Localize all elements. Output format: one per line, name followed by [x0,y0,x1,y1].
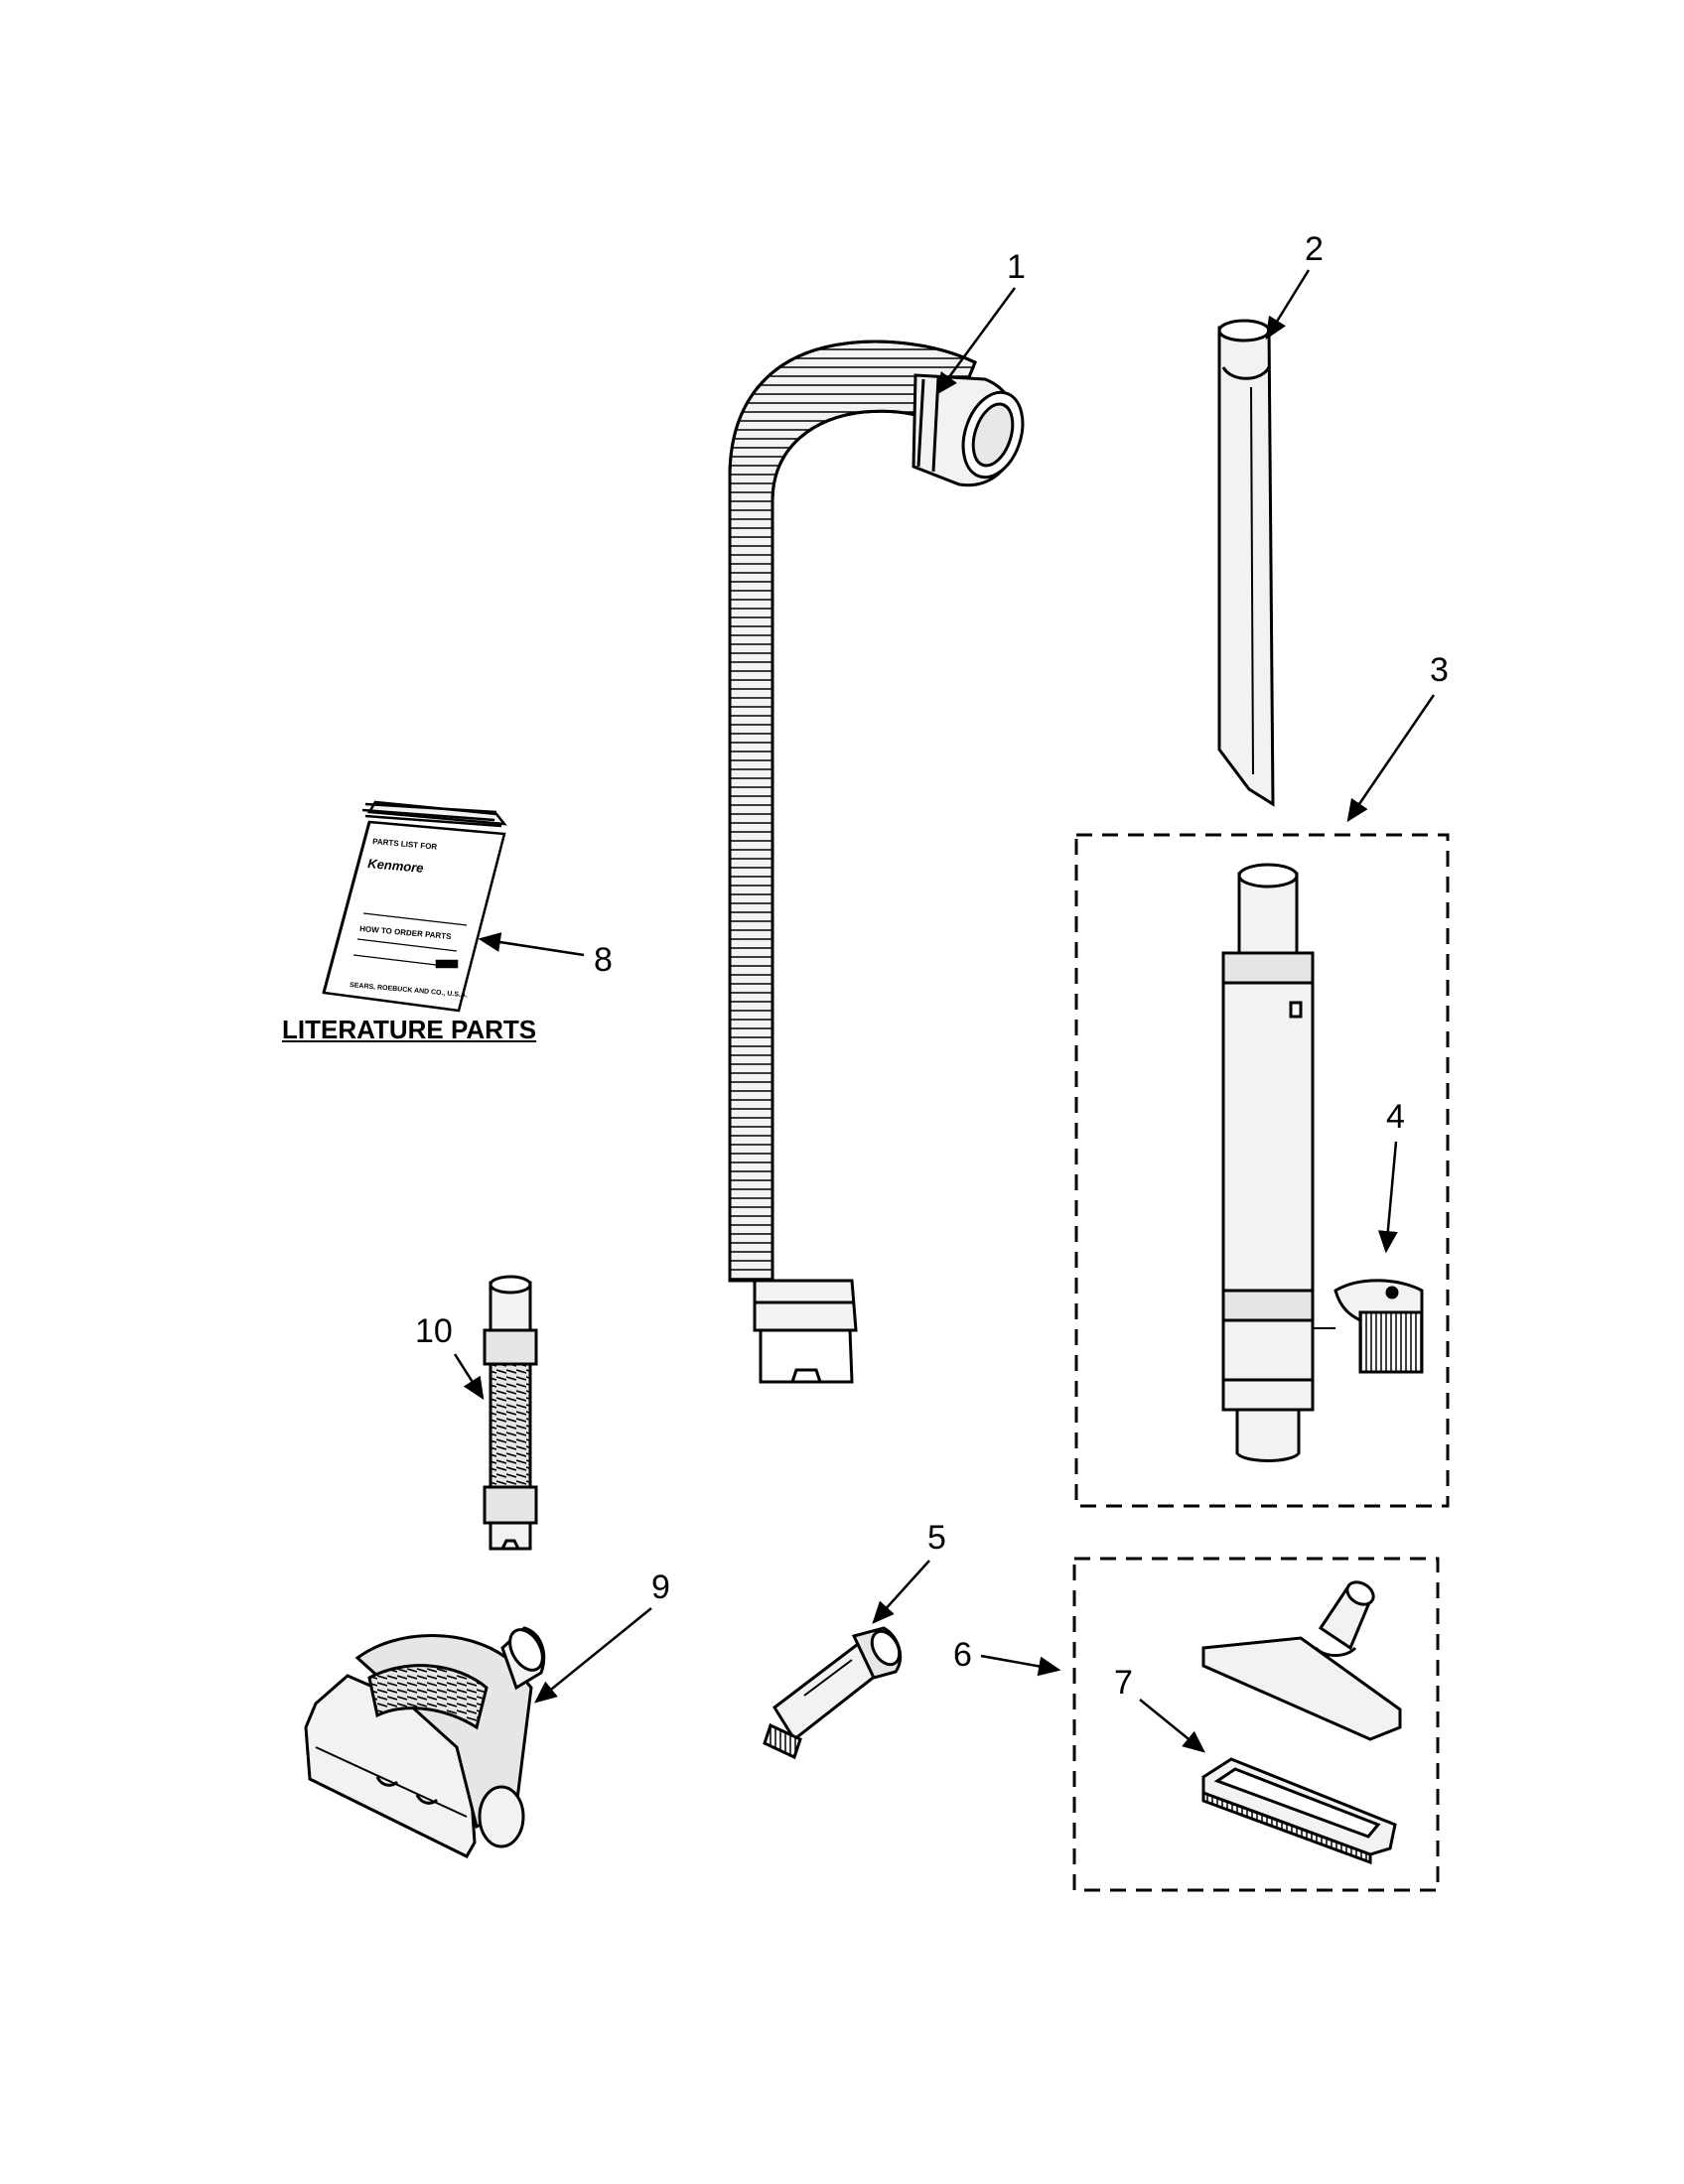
hose-part [728,340,1025,1384]
leader-5 [872,1560,930,1624]
floor-tool-insert-part [1201,1757,1397,1865]
wand-assembly-box [1074,833,1450,1508]
literature-parts-label: LITERATURE PARTS [282,1015,537,1044]
leader-7 [1139,1699,1205,1753]
callout-8: 8 [594,941,613,979]
leader-8 [478,932,585,957]
callout-1: 1 [1007,248,1026,286]
callout-6: 6 [953,1636,972,1674]
callout-3: 3 [1430,651,1449,689]
booklet-brand-text: Kenmore [367,856,424,876]
callout-2: 2 [1305,230,1324,268]
leader-4 [1377,1141,1398,1254]
leader-3 [1346,694,1436,823]
literature-booklet-part [322,800,507,1013]
power-nozzle-part [304,1626,546,1858]
leader-9 [534,1607,652,1704]
callout-9: 9 [651,1569,670,1606]
crevice-tool-part [1217,319,1275,807]
callout-5: 5 [927,1519,946,1557]
wand-part [1221,863,1335,1462]
floor-tool-assembly-box [1072,1557,1440,1892]
leader-1 [935,287,1017,396]
flex-hose-part [483,1275,538,1551]
leader-2 [1265,269,1311,341]
callout-7: 7 [1114,1664,1133,1702]
callout-10: 10 [415,1312,453,1350]
wand-clip-part [1333,1279,1424,1374]
leader-6 [980,1654,1061,1677]
leader-lines [453,269,1436,1753]
dusting-brush-part [763,1626,903,1760]
floor-tool-part [1201,1580,1402,1741]
leader-10 [453,1353,485,1401]
callout-4: 4 [1386,1098,1405,1136]
